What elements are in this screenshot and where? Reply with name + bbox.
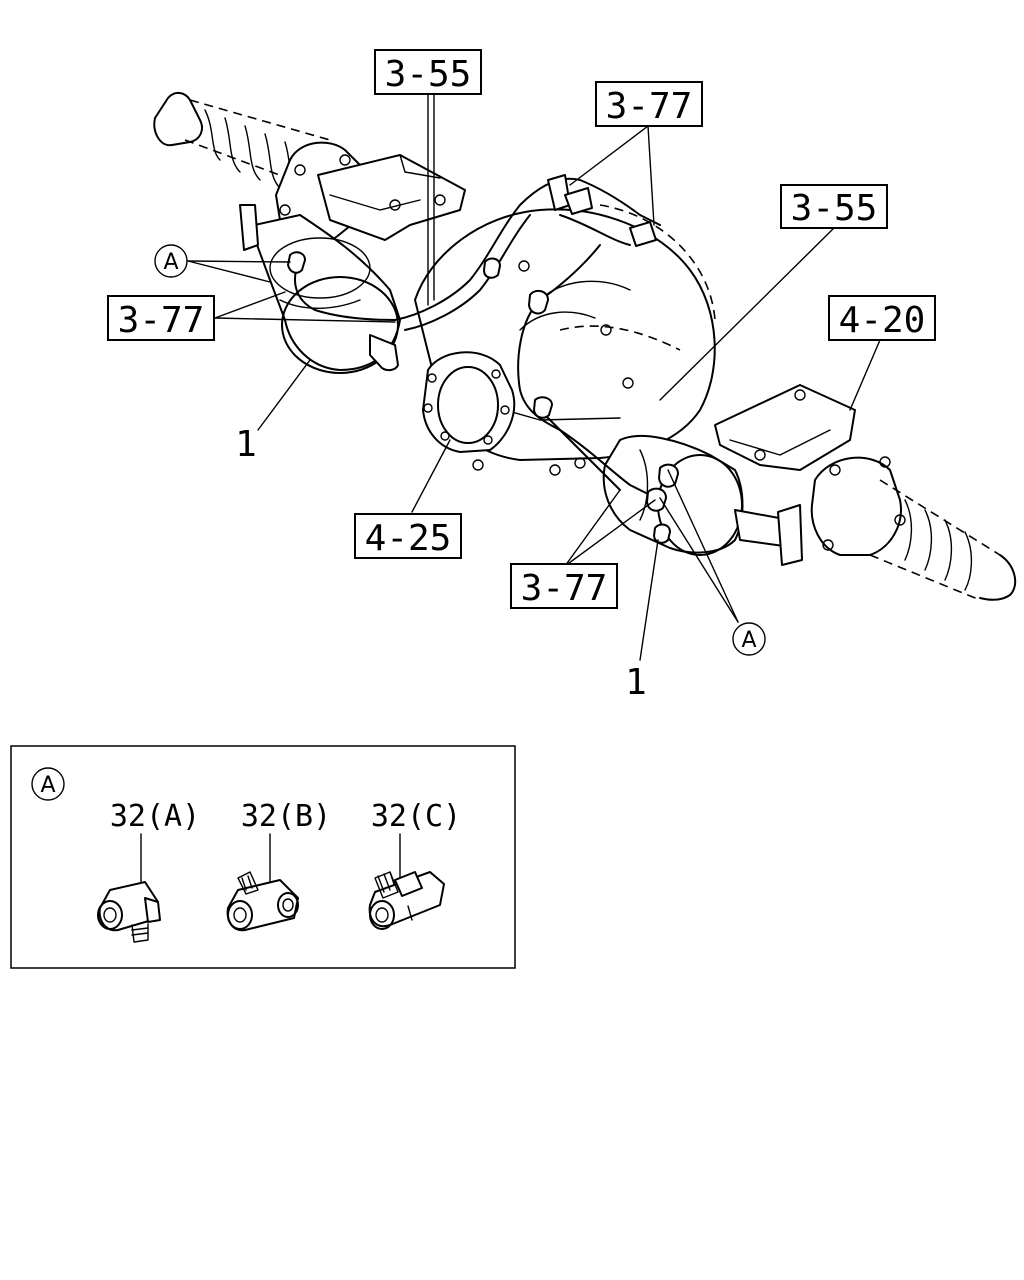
callout-3-77-left: 3-77 [107,295,215,341]
detail-box-a: A 32(A) 32(B) 32(C) [10,745,516,969]
fitting-32a-icon [97,881,161,943]
right-axle-tube [869,479,1017,601]
part-label-32a: 32(A) [110,799,200,834]
item-number-1-right: 1 [625,662,647,703]
callout-label: 3-55 [385,54,472,95]
part-label-32b: 32(B) [241,799,331,834]
right-hub-flange [810,456,906,556]
callout-label: 3-55 [791,188,878,229]
callout-label: 3-77 [606,86,693,127]
callout-label: 3-77 [118,300,205,341]
marker-letter: A [741,628,756,653]
fitting-32c-icon [368,871,445,930]
item-number-1-left: 1 [235,424,257,465]
right-spring-seat [714,384,856,471]
detail-box-marker: A [40,773,55,798]
pinion-flange [422,351,516,453]
left-brake-chamber [239,204,401,374]
callout-3-77-bottom: 3-77 [510,563,618,609]
part-label-32c: 32(C) [371,799,461,834]
callout-4-25: 4-25 [354,513,462,559]
callout-4-20: 4-20 [828,295,936,341]
marker-letter: A [163,250,178,275]
detail-marker-a-left: A [154,244,188,278]
callout-label: 3-77 [521,568,608,609]
callout-3-55-right: 3-55 [780,184,888,229]
callout-3-77-top: 3-77 [595,81,703,127]
callout-label: 4-20 [839,300,926,341]
detail-marker-a-right: A [732,622,766,656]
callout-label: 4-25 [365,518,452,559]
fitting-32b-icon [226,871,299,932]
leader-lines [187,93,881,661]
callout-3-55-top: 3-55 [374,49,482,95]
